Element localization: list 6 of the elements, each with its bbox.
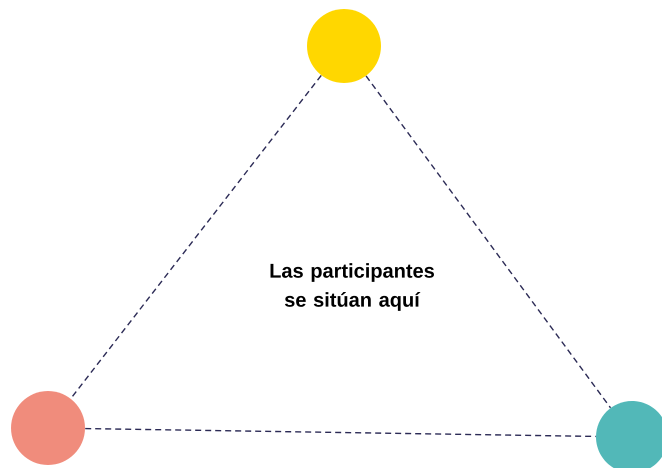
center-text: Las participantes se sitúan aquí — [270, 263, 434, 311]
dashed-line — [366, 76, 612, 408]
dashed-line — [70, 74, 322, 400]
circle — [307, 9, 381, 83]
dashed-line — [85, 428, 596, 438]
circle — [11, 391, 85, 465]
